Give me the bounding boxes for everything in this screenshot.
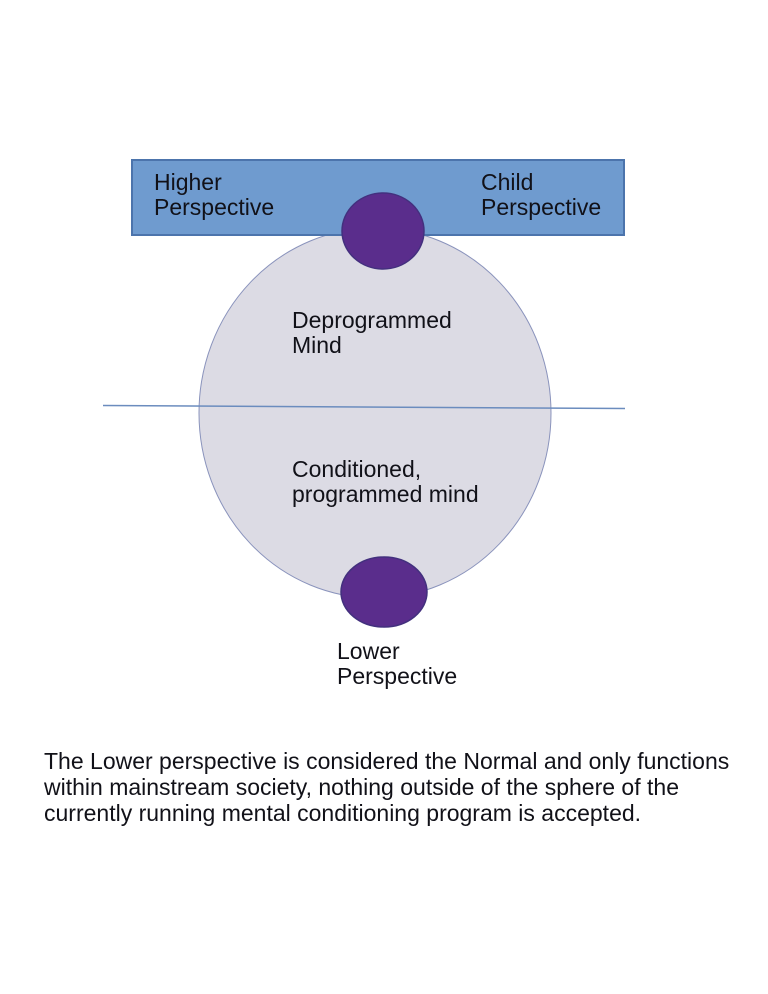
child-perspective-label: Child Perspective	[481, 169, 602, 220]
divider-line	[102, 404, 626, 410]
deprogrammed-mind-label: Deprogrammed Mind	[292, 307, 452, 358]
upper-node-shape	[341, 192, 425, 270]
conditioned-mind-label: Conditioned, programmed mind	[292, 456, 479, 507]
higher-perspective-label: Higher Perspective	[154, 169, 275, 220]
mind-sphere-shape	[198, 227, 552, 599]
lower-perspective-label: Lower Perspective	[337, 638, 458, 689]
caption-text: The Lower perspective is considered the …	[44, 748, 730, 826]
lower-node-shape	[340, 556, 428, 628]
